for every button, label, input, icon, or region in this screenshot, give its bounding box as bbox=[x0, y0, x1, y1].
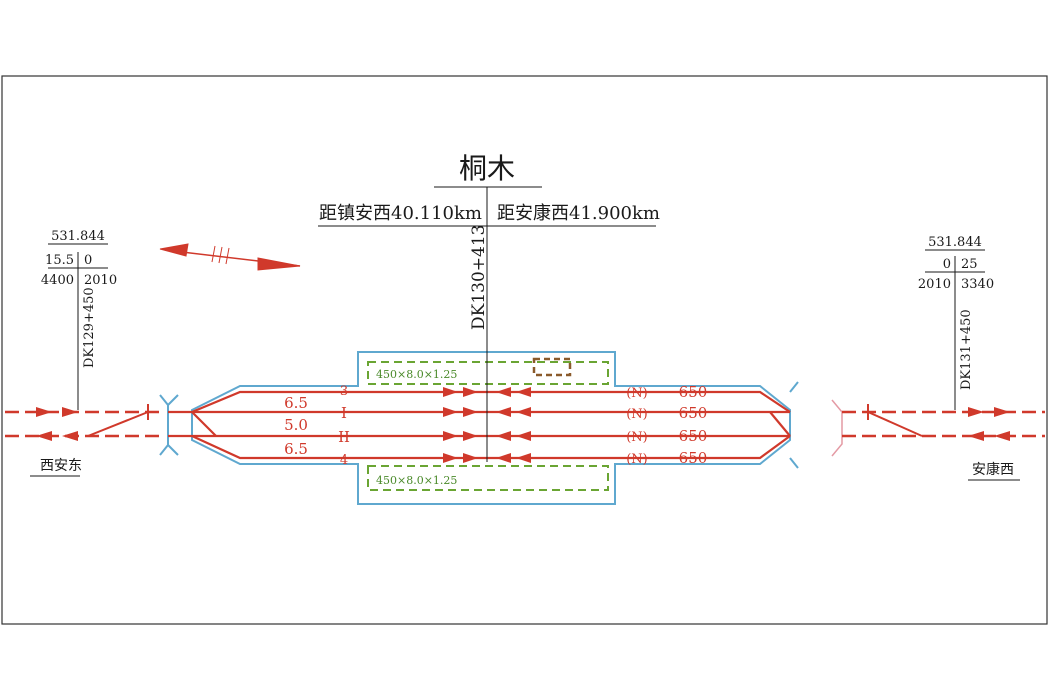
track-II-name: II bbox=[338, 428, 350, 446]
track-I-length: 650 bbox=[679, 404, 708, 422]
track-3-marker: (N) bbox=[626, 386, 648, 401]
left-grade-right: 0 bbox=[84, 253, 92, 268]
right-boundary-bracket bbox=[831, 399, 843, 457]
platform-bottom bbox=[367, 465, 609, 491]
right-grade-right: 25 bbox=[961, 257, 978, 272]
compass-arrow-icon bbox=[159, 243, 301, 271]
track-3-length: 650 bbox=[679, 383, 708, 401]
left-mileage: DK129+450 bbox=[82, 287, 97, 368]
left-signal-table bbox=[48, 243, 108, 410]
station-arrows bbox=[443, 387, 531, 463]
center-mileage: DK130+413 bbox=[469, 225, 489, 330]
left-length-right: 2010 bbox=[84, 273, 117, 288]
outer-crossovers bbox=[87, 404, 923, 437]
right-length-right: 3340 bbox=[961, 277, 994, 292]
track-I-marker: (N) bbox=[626, 407, 648, 422]
platform-top bbox=[367, 361, 609, 385]
right-grade-left: 0 bbox=[943, 257, 951, 272]
track-4-length: 650 bbox=[679, 449, 708, 467]
station-name: 桐木 bbox=[459, 152, 515, 185]
track-II-marker: (N) bbox=[626, 430, 648, 445]
platform-bottom-label: 450×8.0×1.25 bbox=[376, 474, 457, 487]
platform-top-label: 450×8.0×1.25 bbox=[376, 368, 457, 381]
track-3-name: 3 bbox=[340, 384, 348, 399]
left-direction-label: 西安东 bbox=[40, 458, 82, 474]
station-outline bbox=[159, 351, 799, 505]
distance-right: 距安康西41.900km bbox=[497, 203, 660, 224]
spacing-I-II: 5.0 bbox=[284, 416, 308, 434]
right-mileage: DK131+450 bbox=[959, 309, 974, 390]
approach-tracks bbox=[5, 410, 1045, 438]
right-elevation: 531.844 bbox=[928, 235, 982, 250]
right-length-left: 2010 bbox=[918, 277, 951, 292]
right-direction-label: 安康西 bbox=[972, 461, 1014, 478]
track-II-length: 650 bbox=[679, 427, 708, 445]
track-4-marker: (N) bbox=[626, 452, 648, 467]
right-signal-table bbox=[925, 249, 985, 410]
spacing-II-4: 6.5 bbox=[284, 440, 308, 458]
approach-arrows bbox=[36, 407, 1010, 441]
station-building bbox=[532, 357, 572, 377]
spacing-3-I: 6.5 bbox=[284, 394, 308, 412]
left-length-left: 4400 bbox=[41, 273, 74, 288]
left-grade-left: 15.5 bbox=[45, 253, 74, 268]
drawing-frame bbox=[1, 75, 1048, 625]
left-elevation: 531.844 bbox=[51, 229, 105, 244]
track-4-name: 4 bbox=[340, 453, 348, 468]
distance-left: 距镇安西40.110km bbox=[319, 203, 482, 224]
track-I-name: I bbox=[341, 404, 347, 422]
